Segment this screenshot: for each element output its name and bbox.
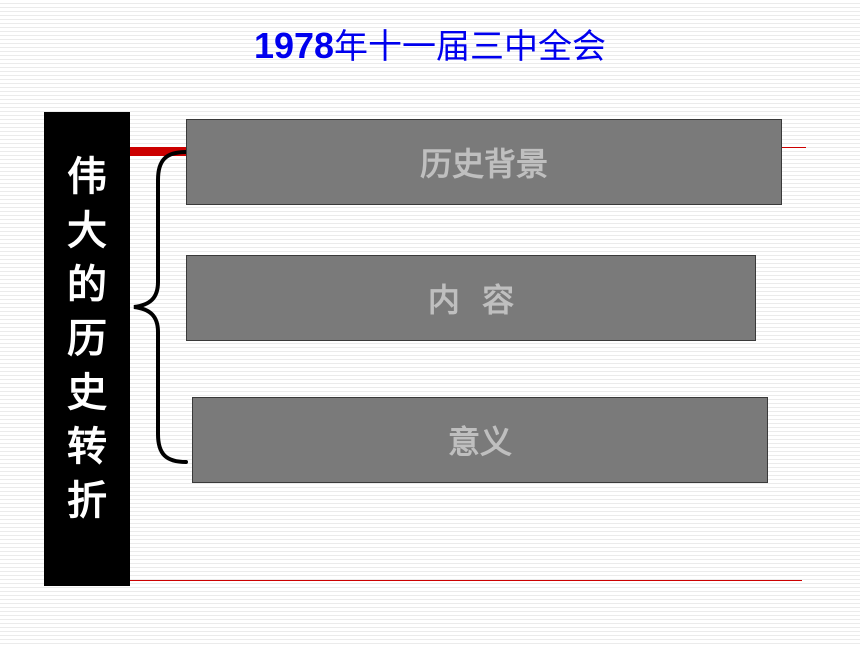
side-label-char: 的	[67, 262, 107, 308]
red-rule-top	[780, 147, 806, 148]
box-historical-background: 历史背景	[186, 119, 782, 205]
box-content: 内 容	[186, 255, 756, 341]
side-label-char: 折	[67, 478, 107, 524]
title-text: 年十一届三中全会	[334, 27, 607, 67]
title-year: 1978	[253, 25, 335, 66]
red-rule-bottom	[130, 580, 802, 581]
curly-brace	[133, 150, 188, 464]
slide-title: 1978年十一届三中全会	[0, 24, 860, 69]
box-significance: 意义	[192, 397, 768, 483]
red-connector	[130, 147, 188, 156]
side-label-char: 史	[67, 370, 107, 416]
box-label: 意义	[447, 423, 512, 461]
side-label-char: 伟	[67, 154, 107, 200]
side-label-text: 伟 大 的 历 史 转 折	[44, 150, 130, 528]
side-label-char: 大	[67, 208, 107, 254]
box-label: 内 容	[427, 281, 515, 319]
side-label-char: 转	[67, 424, 107, 470]
box-label: 历史背景	[419, 145, 548, 183]
side-label-char: 历	[67, 316, 107, 362]
side-label-bar: 伟 大 的 历 史 转 折	[44, 112, 130, 586]
